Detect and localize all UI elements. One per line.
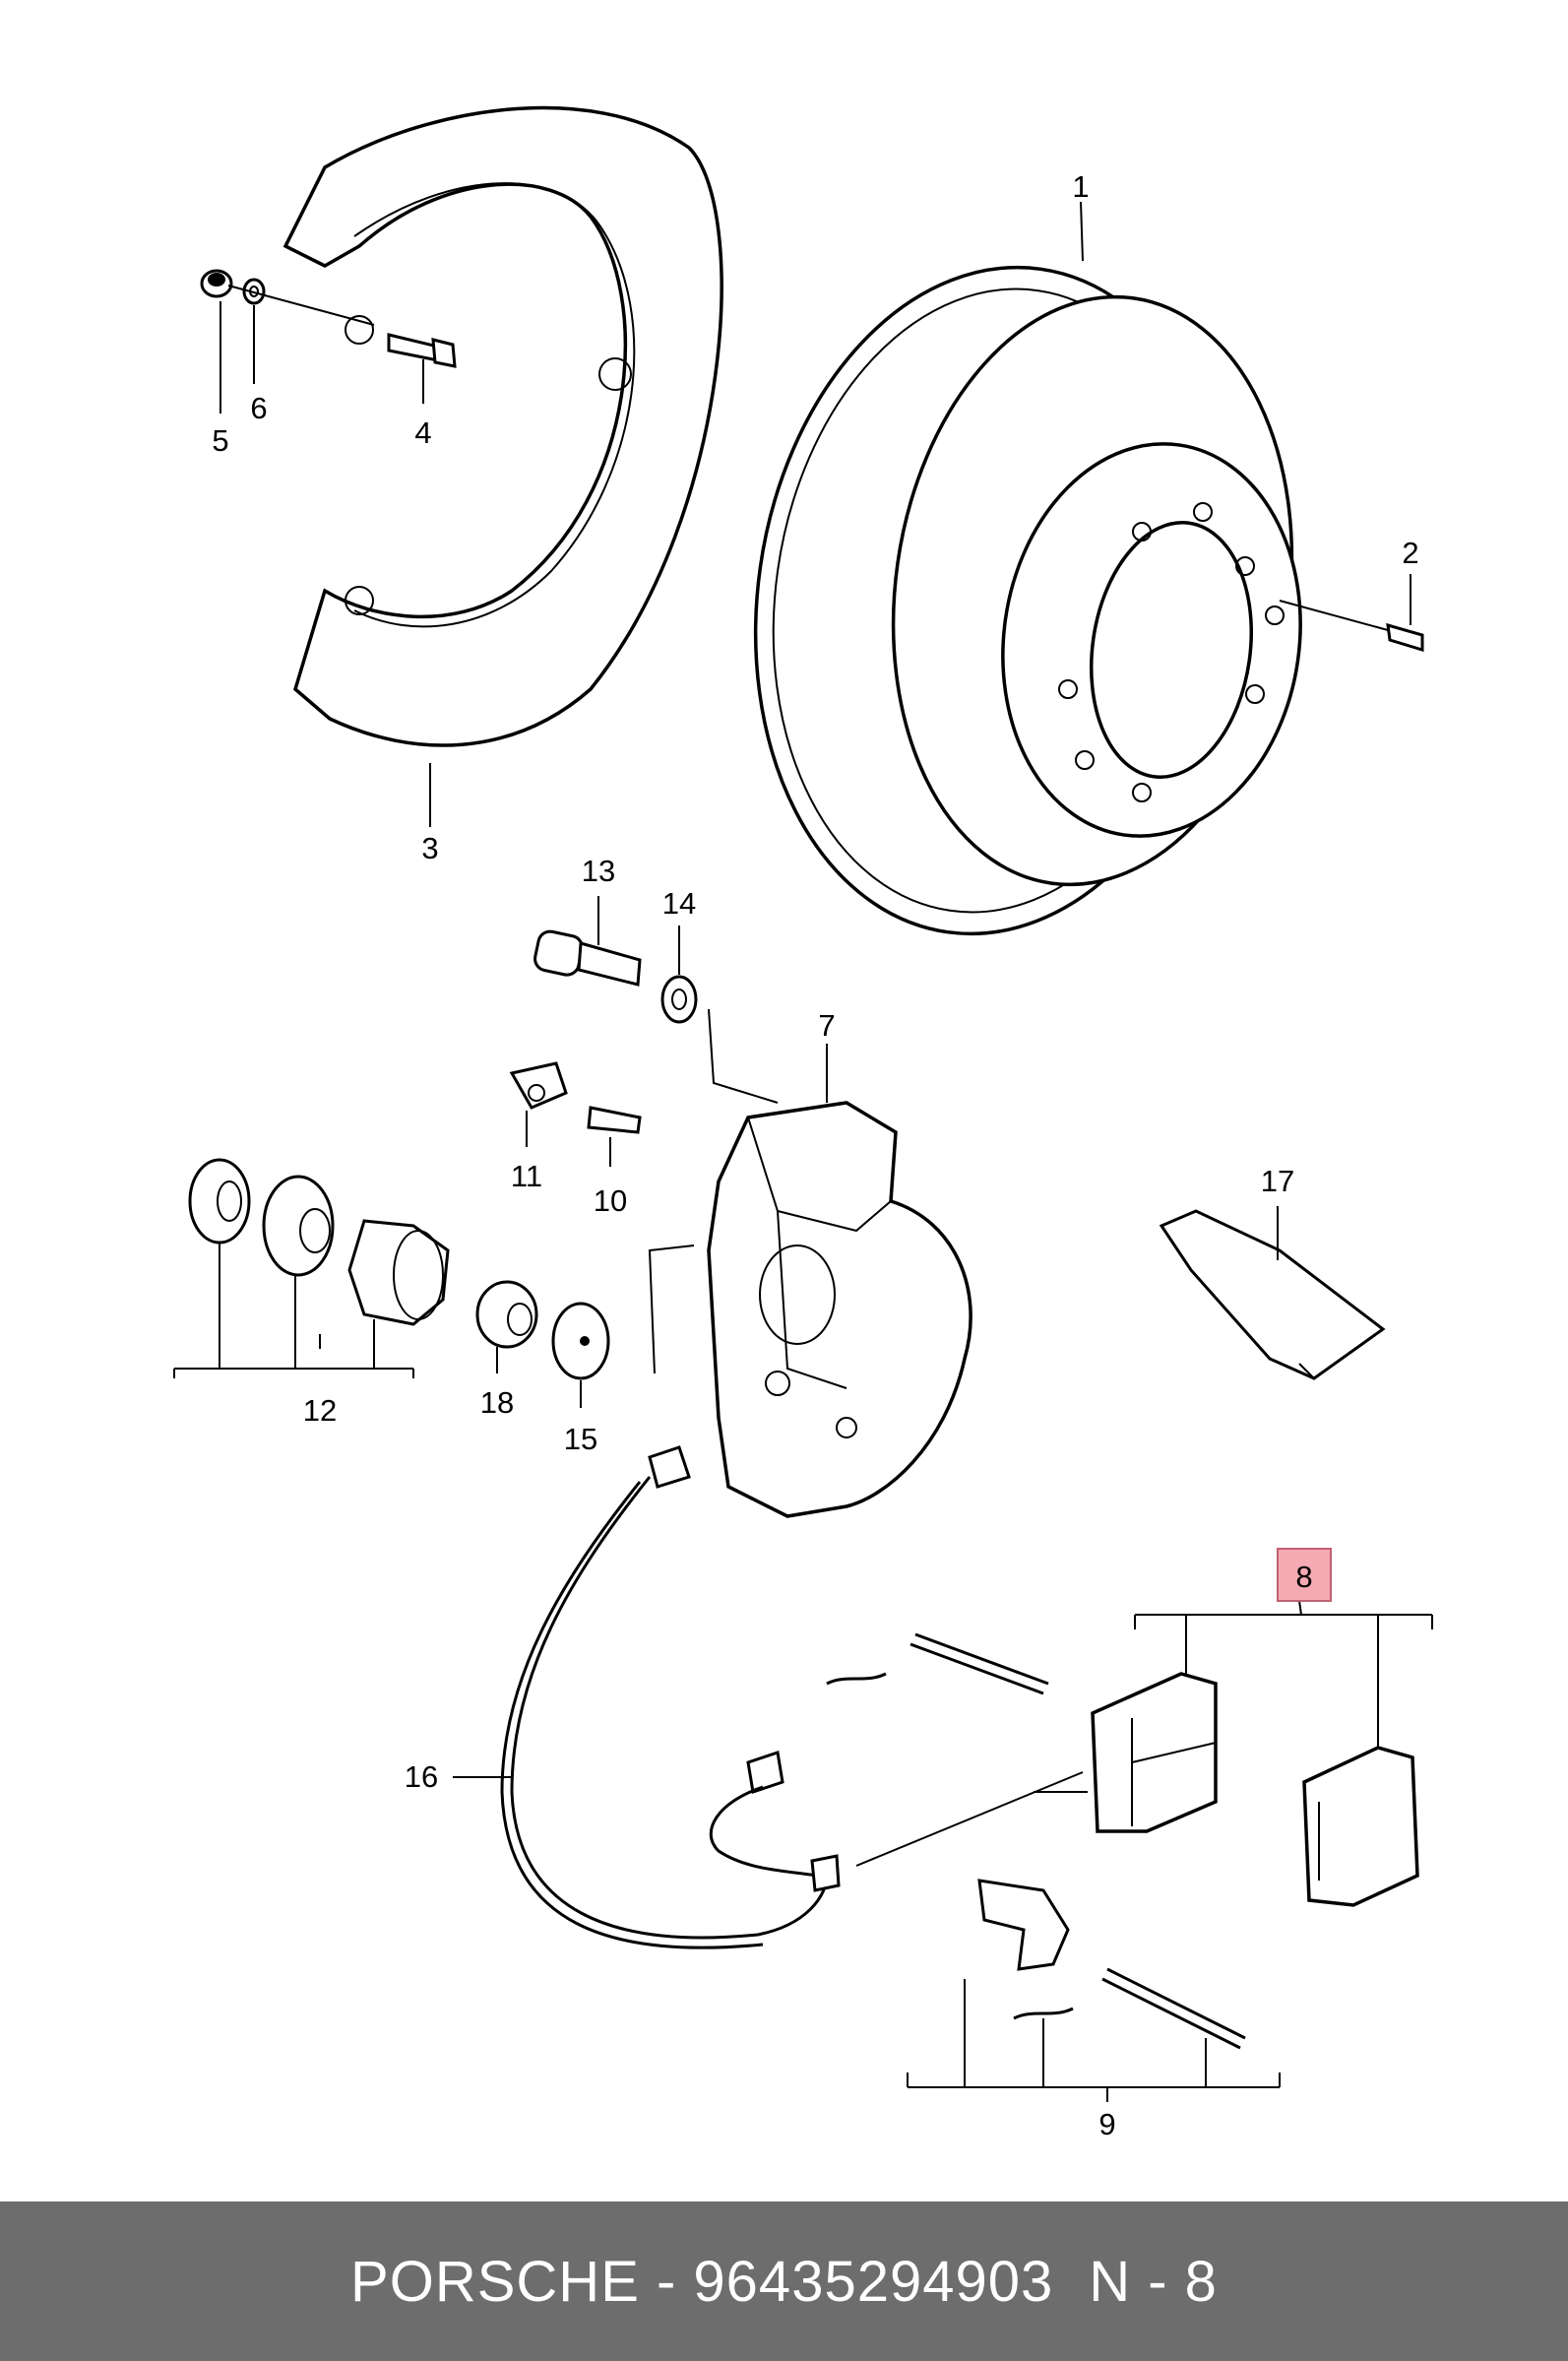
callout-6: 6 (250, 391, 267, 425)
diagram-position: N - 8 (1089, 2249, 1218, 2314)
callout-9: 9 (1098, 2107, 1115, 2141)
part-9-clip-upper (826, 1672, 887, 1686)
part-1-brake-disc (753, 265, 1302, 936)
brake-exploded-diagram: 1 2 3 4 5 6 7 8 9 10 11 12 13 14 15 16 1… (173, 105, 1433, 2141)
part-8-brake-pad-outer (1302, 1746, 1419, 1907)
callout-8: 8 (1295, 1560, 1312, 1594)
part-11-bleeder (509, 1061, 568, 1110)
callout-17: 17 (1261, 1164, 1294, 1198)
part-15-disc (551, 1302, 610, 1380)
part-7-brake-caliper (707, 1101, 972, 1518)
callout-8-highlight (1277, 1548, 1332, 1602)
part-12-dust-boot (262, 1175, 335, 1277)
part-12-piston (347, 1219, 450, 1326)
callout-5: 5 (212, 423, 228, 458)
part-4-bolt (387, 333, 457, 368)
callout-18: 18 (480, 1385, 514, 1420)
part-number-footer: PORSCHE - 96435294903 N - 8 (0, 2201, 1568, 2361)
part-13-bolt (533, 929, 642, 987)
callout-10: 10 (594, 1183, 627, 1218)
part-16-wear-sensor (500, 1445, 841, 1949)
part-5-nut (200, 269, 233, 298)
part-14-washer (660, 975, 698, 1024)
callout-15: 15 (564, 1422, 597, 1456)
brand-part-number: PORSCHE - 96435294903 (350, 2249, 1054, 2314)
part-3-dust-shield (282, 105, 723, 747)
part-18-spacer (475, 1280, 538, 1349)
callout-4: 4 (414, 415, 431, 450)
part-9-pin-lower (1101, 1967, 1246, 2050)
callout-16: 16 (405, 1759, 438, 1794)
callout-1: 1 (1072, 169, 1089, 204)
part-9-clip-lower (1013, 2007, 1074, 2020)
callout-12: 12 (303, 1393, 337, 1428)
callout-14: 14 (662, 886, 696, 921)
part-8-brake-pad-inner (1091, 1672, 1218, 1833)
callout-7: 7 (818, 1008, 835, 1043)
footer-text: PORSCHE - 96435294903 N - 8 (350, 2249, 1218, 2315)
part-10-bleed-valve (587, 1106, 642, 1134)
part-12-seal-ring (188, 1158, 251, 1244)
part-2-screw (1386, 622, 1424, 653)
part-9-spreader-spring (977, 1879, 1070, 1971)
part-17-tube (1159, 1209, 1386, 1380)
part-9-pin-upper (909, 1632, 1049, 1695)
callout-11: 11 (511, 1159, 542, 1193)
callout-3: 3 (421, 831, 438, 865)
callout-2: 2 (1402, 536, 1418, 570)
callout-13: 13 (582, 854, 615, 888)
